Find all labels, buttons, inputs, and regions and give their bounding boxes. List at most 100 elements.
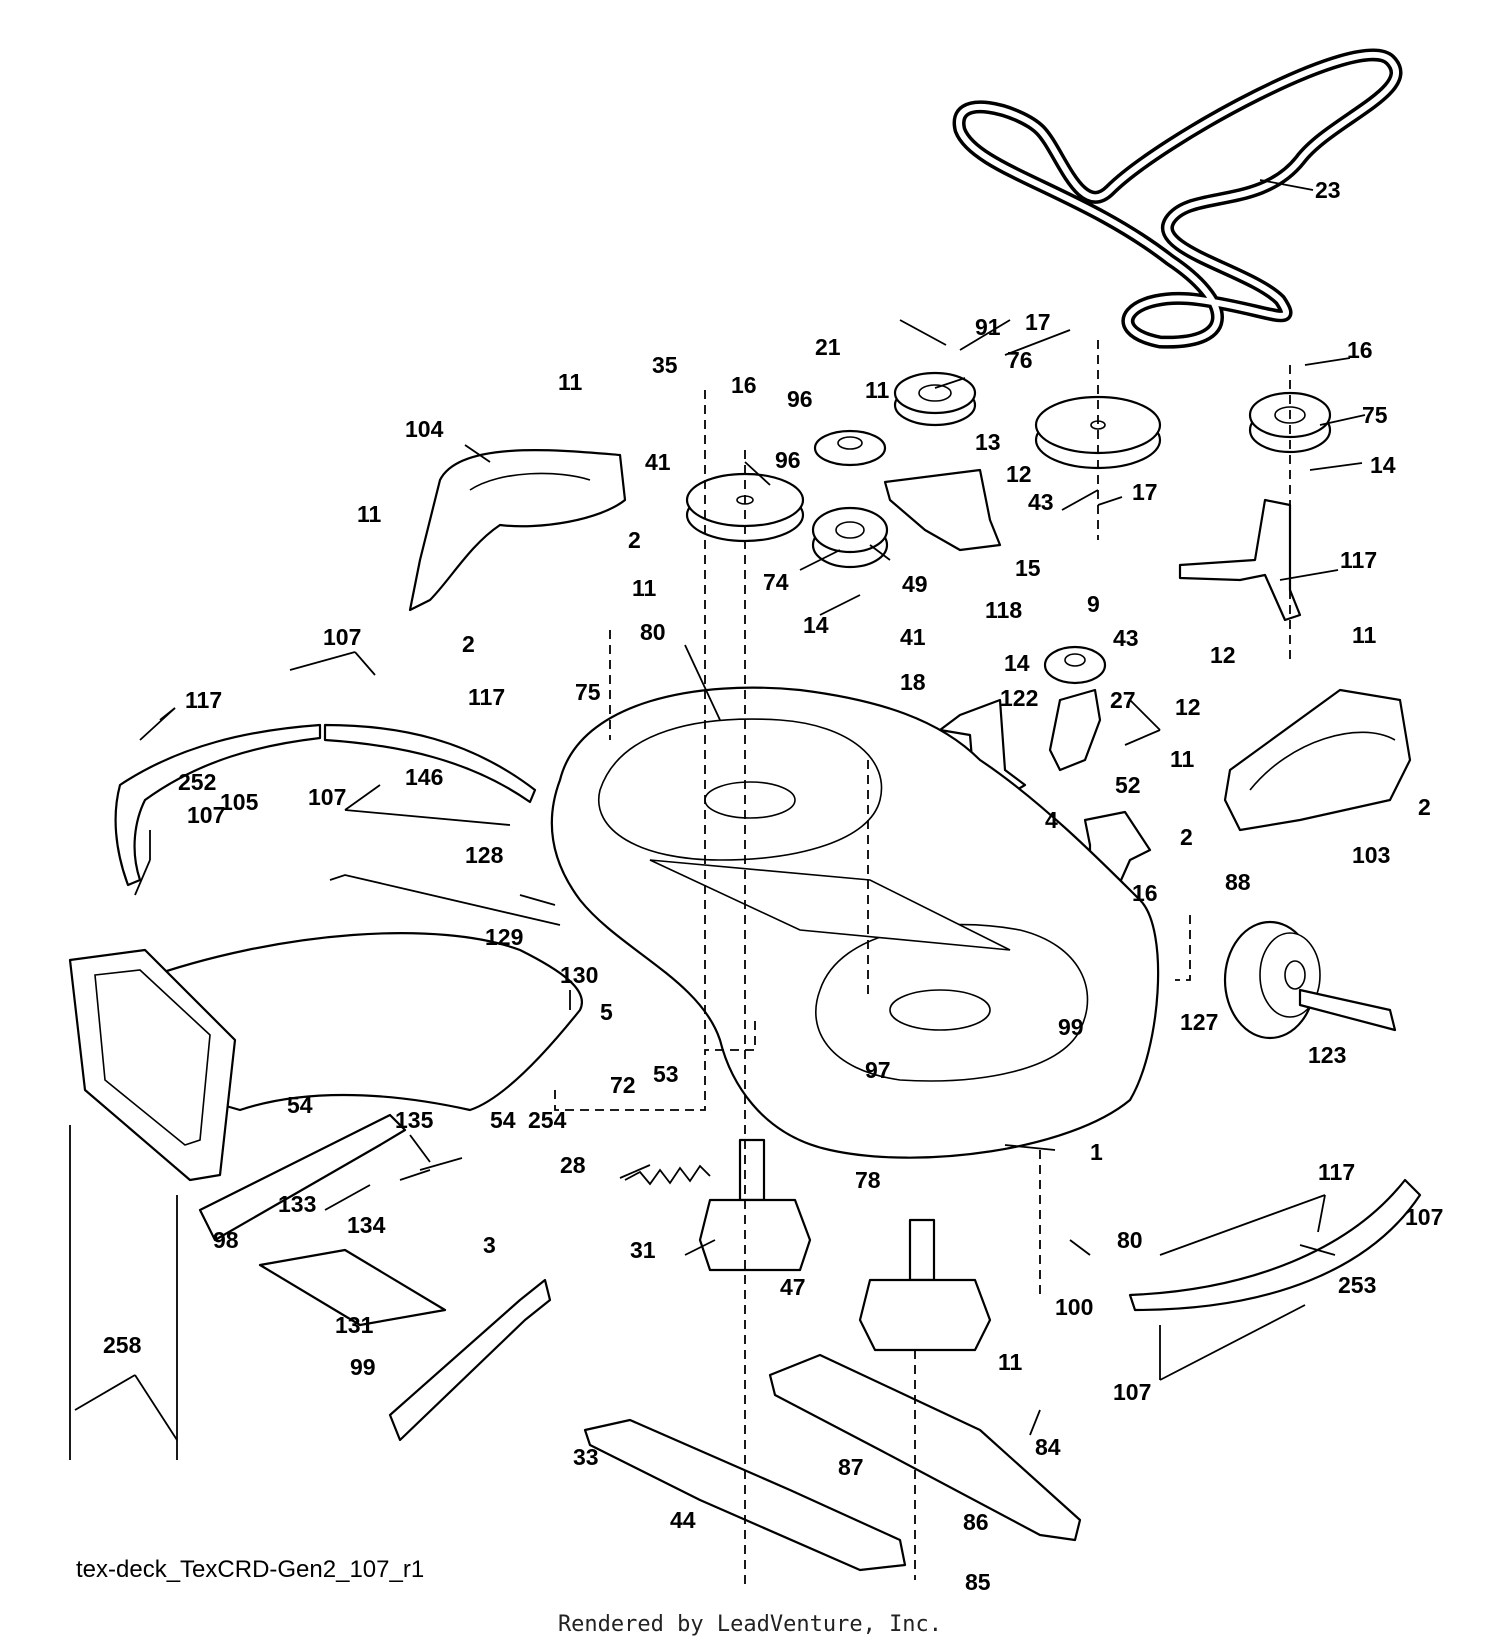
callout-47: 44 [670,1507,696,1533]
callout-3: 3 [483,1232,496,1258]
callout-1: 1 [1090,1139,1103,1165]
leader-lines [74,179,1366,1441]
spring-31 [624,1164,711,1186]
callout-12: 12 [1175,694,1201,720]
callout-54: 54 [490,1107,516,1133]
callout-123: 122 [1000,685,1038,711]
callout-16: 16 [1132,880,1158,906]
callout-118: 117 [1340,547,1377,573]
callout-52: 49 [902,571,928,597]
callout-107: 105 [220,789,259,815]
spindle-49 [858,1218,992,1352]
callout-4: 4 [1045,807,1058,833]
callout-130: 129 [485,924,523,950]
idler-arm-118 [1178,498,1302,622]
callout-17: 17 [1025,309,1051,335]
arm-99-upper [198,1113,407,1242]
callout-129: 128 [465,842,504,868]
blade-35 [583,1418,907,1572]
callout-35: 33 [573,1444,599,1470]
callout-107: 107 [1113,1379,1151,1405]
callout-127: 123 [1308,1042,1346,1068]
callout-91: 88 [1225,869,1251,895]
callout-117: 117 [185,687,222,713]
callout-14: 14 [1370,452,1396,478]
callout-28: 27 [1110,687,1136,713]
baffle-254 [1128,1178,1422,1312]
callout-43: 43 [1028,489,1054,515]
callout-85: 84 [1035,1434,1061,1460]
callout-135: 134 [347,1212,386,1238]
spindle-33 [698,1138,812,1272]
callout-9: 9 [1087,591,1100,617]
callout-75: 74 [763,569,789,595]
callout-131: 130 [560,962,598,988]
callout-43: 41 [645,449,671,475]
callout-76: 75 [575,679,601,705]
callout-88: 87 [838,1454,864,1480]
callout-117: 117 [1318,1159,1355,1185]
callout-84: 80 [640,619,666,645]
render-credit: Rendered by LeadVenture, Inc. [557,1612,943,1637]
callout-2: 2 [462,631,475,657]
rod-129 [329,874,561,926]
plate-133 [258,1248,447,1327]
callout-31: 28 [560,1152,586,1178]
callout-72: 54 [287,1092,313,1118]
callout-11: 11 [558,369,583,395]
callout-103: 100 [1055,1294,1093,1320]
callout-107: 107 [1405,1204,1443,1230]
diagram-caption: tex-deck_TexCRD-Gen2_107_r1 [76,1556,425,1583]
callout-11: 11 [1170,746,1195,772]
callout-13: 12 [1210,642,1236,668]
callout-264: 258 [103,1332,142,1358]
drive-belt [952,48,1403,349]
callout-128: 127 [1180,1009,1218,1035]
callout-100: 99 [1058,1014,1084,1040]
callout-21: 18 [900,669,926,695]
callout-105: 104 [405,416,444,442]
callout-99: 99 [350,1354,376,1380]
callout-254: 253 [1338,1272,1376,1298]
baffle-252 [323,723,537,804]
callout-86: 85 [965,1569,991,1595]
callout-133: 131 [335,1312,374,1338]
callout-labels: 1 2 2 2 2 3 4 5 9 11 11 11 11 11 11 11 1… [103,177,1443,1595]
discharge-chute-72 [68,932,583,1182]
baffle-253 [114,723,322,887]
callout-41: 41 [900,624,926,650]
callout-18: 17 [1132,479,1158,505]
bracket-28 [1048,688,1102,772]
callout-78: 76 [1007,347,1033,373]
callout-87: 86 [963,1509,989,1535]
callout-11: 11 [998,1349,1023,1375]
callout-117: 107 [323,624,361,650]
callout-253: 252 [178,769,216,795]
blade-85 [768,1353,1082,1542]
callout-75: 75 [1362,402,1388,428]
callout-80: 80 [1117,1227,1143,1253]
callout-80: 78 [855,1167,881,1193]
pulley-78 [893,371,977,427]
callout-5: 5 [600,999,613,1025]
callout-49: 47 [780,1274,806,1300]
callout-11: 11 [1352,622,1377,648]
callout-2: 2 [1418,794,1431,820]
callout-27: 23 [1315,177,1341,203]
idler-pulley-75-center [811,506,889,569]
pulley-44 [1043,645,1107,685]
idler-arm-52 [883,468,1002,552]
callout-97: 96 [787,386,813,412]
callout-99: 98 [213,1227,239,1253]
arm-99-lower [388,1278,552,1442]
wheel-128 [1223,920,1397,1040]
callout-41: 35 [652,352,678,378]
callout-74: 72 [610,1072,636,1098]
callout-54: 53 [653,1061,679,1087]
callout-11: 11 [632,575,657,601]
callout-252: 146 [405,764,443,790]
callout-2: 2 [628,527,641,553]
callout-12: 11 [865,377,890,403]
callout-98: 97 [865,1057,891,1083]
